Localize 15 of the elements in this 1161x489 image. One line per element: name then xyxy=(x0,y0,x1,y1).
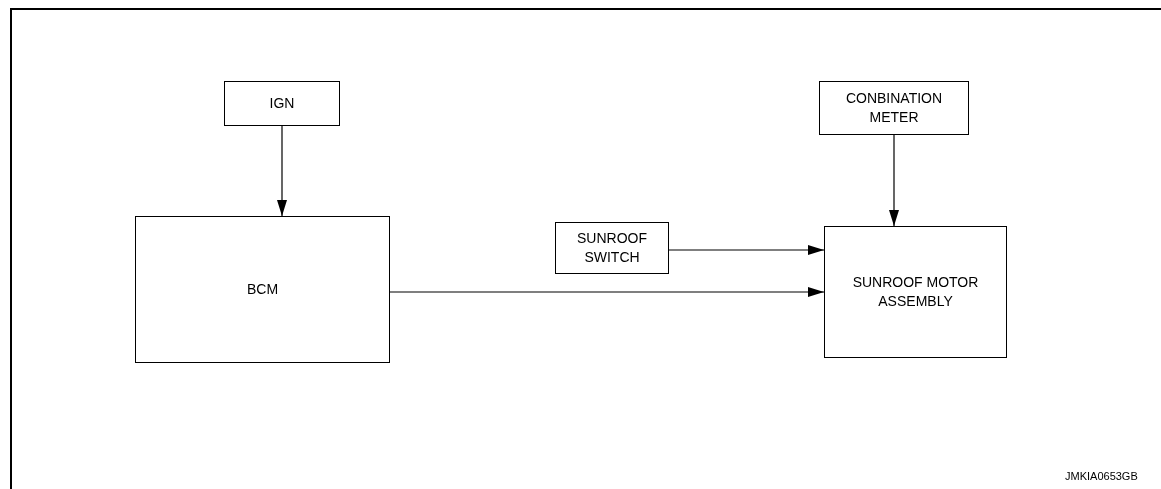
arrow xyxy=(277,125,287,217)
block-box xyxy=(555,222,669,274)
block-label: SUNROOF MOTOR ASSEMBLY xyxy=(851,273,980,311)
arrow xyxy=(889,134,899,227)
figure-code: JMKIA0653GB xyxy=(1065,470,1138,482)
arrow xyxy=(389,287,825,297)
arrow xyxy=(668,245,825,255)
block-box xyxy=(824,226,1007,358)
block-box xyxy=(819,81,969,135)
block-label: IGN xyxy=(269,94,295,113)
block-label: CONBINATION METER xyxy=(844,89,944,127)
block-label: SUNROOF SWITCH xyxy=(576,229,648,267)
block-box xyxy=(224,81,340,126)
block-label: BCM xyxy=(246,280,279,299)
block-box xyxy=(135,216,390,363)
